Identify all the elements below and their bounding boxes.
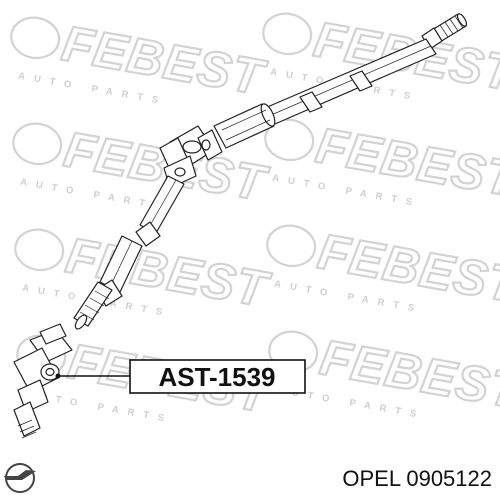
opel-logo-icon <box>4 463 36 493</box>
footer: OPEL 0905122 <box>4 463 492 493</box>
febest-logo-icon <box>12 122 63 166</box>
watermark-tile: FEBEST AUTO PARTS <box>10 14 272 108</box>
brand-part-number: OPEL 0905122 <box>342 466 492 491</box>
febest-logo-icon <box>262 12 313 56</box>
watermark-tile: FEBEST AUTO PARTS <box>266 222 500 316</box>
middle-tube <box>213 103 276 149</box>
febest-logo-icon <box>264 118 315 162</box>
watermark-tile: FEBEST AUTO PARTS <box>264 116 500 210</box>
callout-dot <box>55 373 61 379</box>
intermediate-shaft <box>135 175 185 247</box>
part-label-box <box>129 359 306 394</box>
splined-tip <box>431 13 468 43</box>
lower-spline-shaft <box>73 281 113 330</box>
lower-universal-joint <box>13 323 73 439</box>
febest-logo-icon <box>14 228 65 272</box>
part-callout: AST-1539 <box>55 359 306 394</box>
febest-logo-icon <box>10 16 61 60</box>
part-label: AST-1539 <box>158 362 275 392</box>
upper-universal-joint <box>159 125 223 189</box>
febest-logo-icon <box>266 224 317 268</box>
steering-column-drawing <box>13 13 468 439</box>
